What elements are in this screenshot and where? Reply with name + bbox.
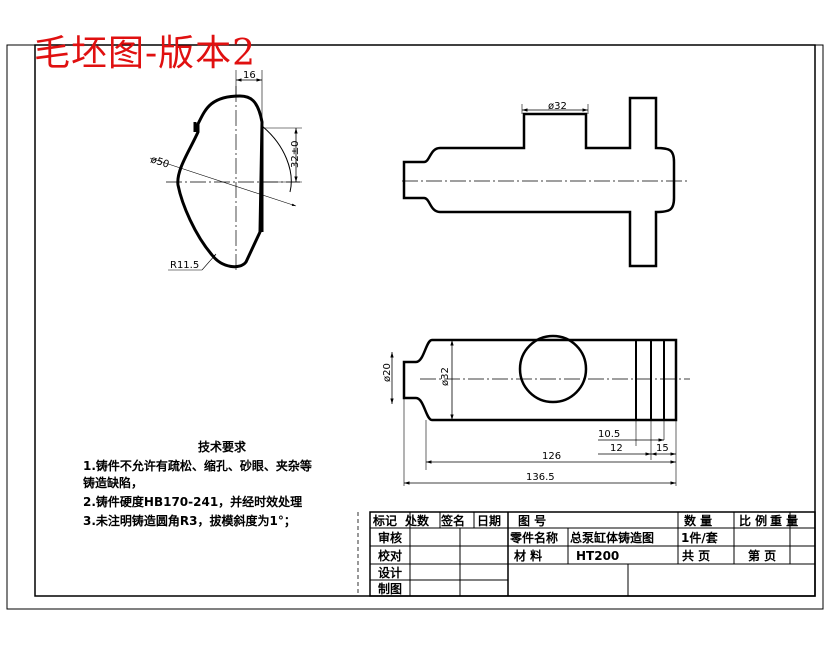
tb-drafting: 制图 <box>378 582 403 596</box>
dim-16: 16 <box>243 70 256 81</box>
tb-part-name: 总泵缸体铸造图 <box>570 531 655 545</box>
tb-sign: 签名 <box>441 514 466 528</box>
front-view <box>402 96 690 268</box>
end-view-outline <box>176 94 264 269</box>
tb-design: 设计 <box>378 566 403 580</box>
tb-total-pages: 共 页 <box>682 549 711 563</box>
tb-mark: 标记 <box>373 514 398 528</box>
title-block-grid <box>369 511 816 597</box>
dim-32: 32±0 <box>290 141 301 168</box>
tb-part-name-label: 零件名称 <box>510 531 559 545</box>
top-view <box>390 334 690 486</box>
dim-10-5: 10.5 <box>598 429 620 440</box>
tb-place: 处数 <box>405 514 430 528</box>
tech-item-3: 3.未注明铸造圆角R3，拔模斜度为1°； <box>83 514 296 528</box>
tech-item-1: 1.铸件不允许有疏松、缩孔、砂眼、夹杂等 <box>83 459 312 473</box>
tb-material-label: 材 料 <box>514 549 543 563</box>
dim-phi20: ø20 <box>382 363 393 382</box>
tech-item-2: 2.铸件硬度HB170-241，并经时效处理 <box>83 495 303 509</box>
front-view-outline <box>402 96 676 268</box>
tb-scale: 比 例 <box>739 514 768 528</box>
dim-12: 12 <box>610 443 623 454</box>
tb-check: 校对 <box>378 549 403 563</box>
boss-circle <box>518 334 588 404</box>
end-view <box>149 70 302 272</box>
dim-r11-5: R11.5 <box>170 260 199 271</box>
tb-drawing-no: 图 号 <box>518 514 547 528</box>
tb-material: HT200 <box>576 549 620 563</box>
tech-item-1b: 铸造缺陷， <box>83 476 144 490</box>
tb-quantity: 数 量 <box>684 514 713 528</box>
tb-qty-value: 1件/套 <box>681 531 718 545</box>
dim-phi32-left: ø32 <box>440 367 451 386</box>
dim-126: 126 <box>542 451 561 462</box>
tb-page-no: 第 页 <box>748 549 777 563</box>
tech-header: 技术要求 <box>198 440 247 454</box>
drawing-title: 毛坯图-版本2 <box>34 33 257 74</box>
dimension-labels: 16 ø50 ø32 32±0 R11.5 ø20 ø32 10.5 12 15… <box>149 70 669 483</box>
dim-phi32-top: ø32 <box>548 101 567 112</box>
dim-15: 15 <box>656 443 669 454</box>
tb-weight: 重 量 <box>770 514 799 528</box>
dim-phi50: ø50 <box>149 154 170 170</box>
dim-136-5: 136.5 <box>526 472 555 483</box>
tb-review: 审核 <box>378 531 403 545</box>
tb-date: 日期 <box>477 514 502 528</box>
